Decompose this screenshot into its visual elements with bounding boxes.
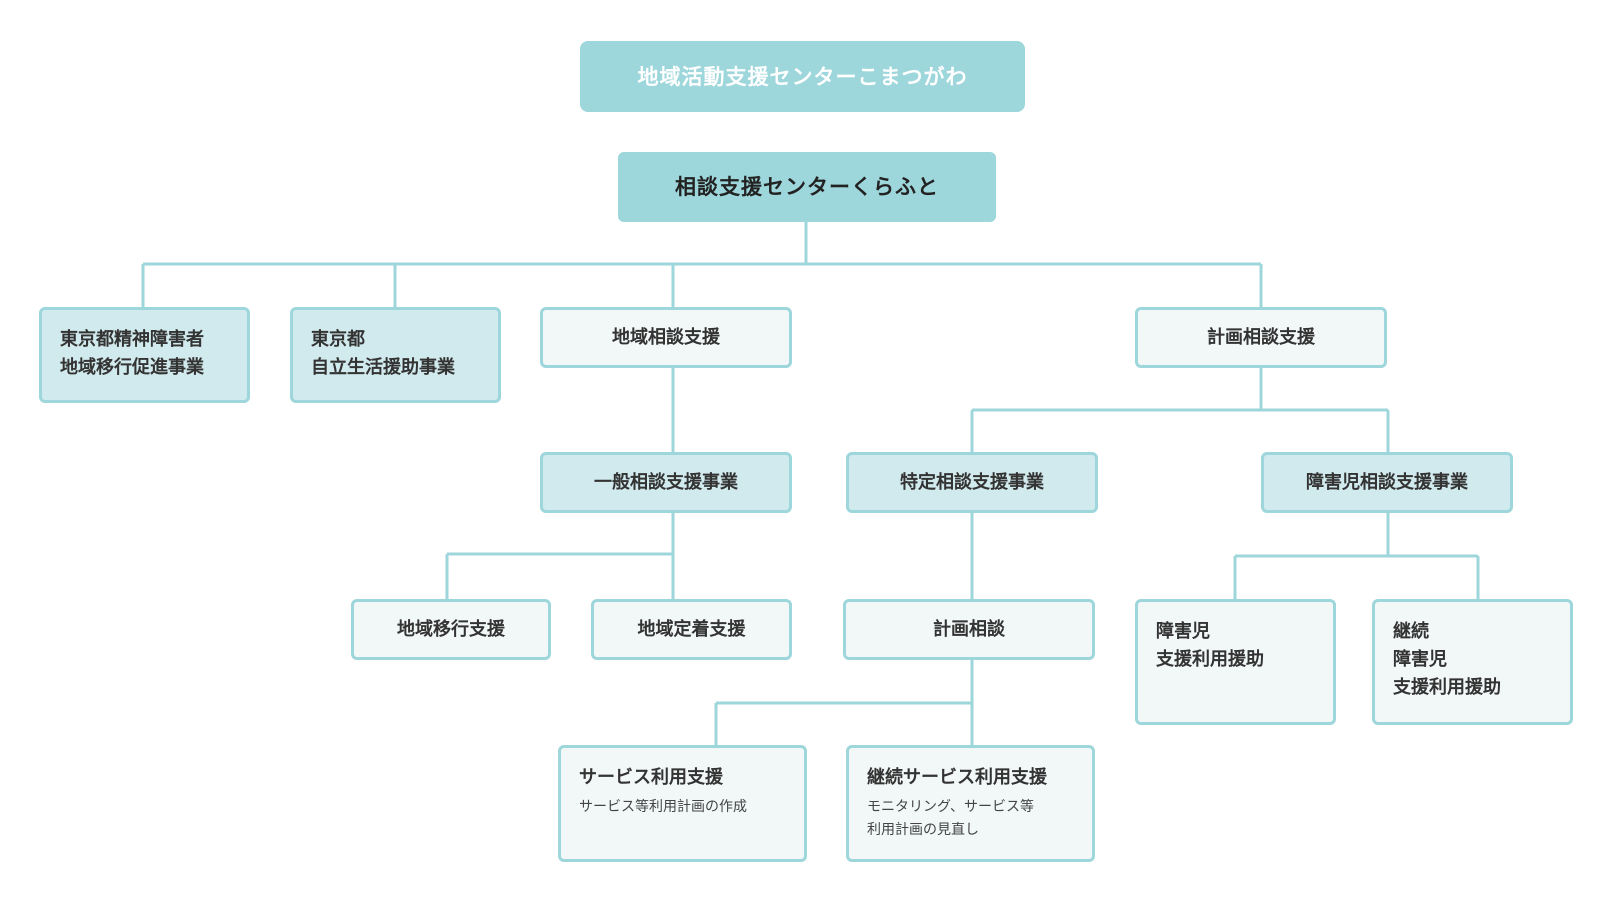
center-org-box: 相談支援センターくらふと <box>618 152 996 222</box>
child-continue-line3: 支援利用援助 <box>1393 677 1501 698</box>
service-use-title: サービス利用支援 <box>579 767 723 788</box>
continue-service-box: 継続サービス利用支援 モニタリング、サービス等 利用計画の見直し <box>846 745 1095 862</box>
child-support-line1: 障害児 <box>1156 621 1210 642</box>
tokyo-transition-line2: 地域移行促進事業 <box>60 357 204 378</box>
general-consult-box: 一般相談支援事業 <box>540 452 792 513</box>
specific-consult-label: 特定相談支援事業 <box>900 471 1044 493</box>
community-transition-label: 地域移行支援 <box>397 618 505 640</box>
tokyo-selfreliance-box: 東京都 自立生活援助事業 <box>290 307 501 403</box>
specific-consult-box: 特定相談支援事業 <box>846 452 1098 513</box>
top-org-box: 地域活動支援センターこまつがわ <box>580 41 1025 112</box>
service-use-box: サービス利用支援 サービス等利用計画の作成 <box>558 745 807 862</box>
community-settle-box: 地域定着支援 <box>591 599 792 660</box>
plan-label: 計画相談 <box>933 618 1005 640</box>
continue-service-desc-line1: モニタリング、サービス等 <box>867 799 1035 815</box>
continue-service-desc-line2: 利用計画の見直し <box>867 822 979 838</box>
child-continue-line1: 継続 <box>1393 621 1429 642</box>
plan-box: 計画相談 <box>843 599 1095 660</box>
child-support-line2: 支援利用援助 <box>1156 649 1264 670</box>
plan-consult-label: 計画相談支援 <box>1207 326 1315 348</box>
top-org-label: 地域活動支援センターこまつがわ <box>637 64 968 89</box>
service-use-desc: サービス等利用計画の作成 <box>579 796 804 819</box>
community-transition-box: 地域移行支援 <box>351 599 551 660</box>
child-continue-line2: 障害児 <box>1393 649 1447 670</box>
community-consult-box: 地域相談支援 <box>540 307 792 368</box>
continue-service-desc: モニタリング、サービス等 利用計画の見直し <box>867 796 1092 842</box>
continue-service-title: 継続サービス利用支援 <box>867 767 1047 788</box>
center-org-label: 相談支援センターくらふと <box>675 175 939 199</box>
community-consult-label: 地域相談支援 <box>612 326 720 348</box>
child-support-box: 障害児 支援利用援助 <box>1135 599 1336 725</box>
tokyo-selfreliance-line2: 自立生活援助事業 <box>311 357 455 378</box>
tokyo-transition-line1: 東京都精神障害者 <box>60 329 204 350</box>
tokyo-selfreliance-line1: 東京都 <box>311 329 365 350</box>
plan-consult-box: 計画相談支援 <box>1135 307 1387 368</box>
service-use-desc-line1: サービス等利用計画の作成 <box>579 799 747 815</box>
tokyo-transition-box: 東京都精神障害者 地域移行促進事業 <box>39 307 250 403</box>
general-consult-label: 一般相談支援事業 <box>594 471 738 493</box>
child-consult-label: 障害児相談支援事業 <box>1306 471 1468 493</box>
child-consult-box: 障害児相談支援事業 <box>1261 452 1513 513</box>
child-continue-box: 継続 障害児 支援利用援助 <box>1372 599 1573 725</box>
community-settle-label: 地域定着支援 <box>637 618 746 640</box>
